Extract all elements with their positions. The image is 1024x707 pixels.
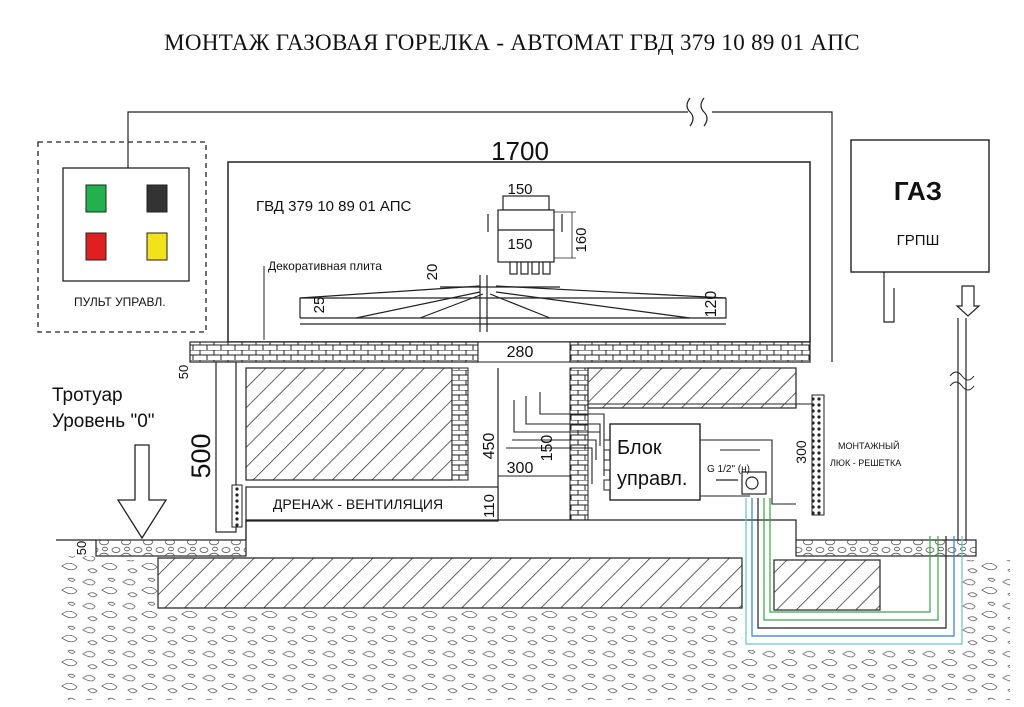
dim-500: 500 bbox=[186, 433, 216, 478]
underground-pipes bbox=[745, 498, 963, 645]
control-block-line1: Блок bbox=[617, 437, 662, 459]
control-block-line2: управл. bbox=[617, 468, 687, 490]
gas-box-title: ГАЗ bbox=[894, 176, 942, 206]
right-gravel bbox=[795, 539, 977, 557]
burner-unit bbox=[440, 195, 576, 332]
gas-pipe-label: G 1/2" (н) bbox=[707, 464, 750, 475]
dim-25: 25 bbox=[311, 297, 328, 314]
gas-box-subtitle: ГРПШ bbox=[897, 232, 940, 249]
control-panel-label: ПУЛЬТ УПРАВЛ. bbox=[74, 295, 166, 309]
gas-regulator-box: ГАЗ ГРПШ bbox=[850, 139, 990, 540]
green-indicator bbox=[85, 184, 107, 213]
control-panel: ПУЛЬТ УПРАВЛ. bbox=[37, 141, 207, 333]
slab-right bbox=[569, 341, 811, 363]
dim-160: 160 bbox=[573, 227, 590, 252]
page-title: МОНТАЖ ГАЗОВАЯ ГОРЕЛКА - АВТОМАТ ГВД 379… bbox=[164, 30, 860, 55]
dim-300-right: 300 bbox=[793, 440, 809, 464]
burner-model-label: ГВД 379 10 89 01 АПС bbox=[256, 198, 411, 215]
red-indicator bbox=[85, 232, 107, 261]
drainage-channel bbox=[245, 486, 499, 522]
yellow-indicator bbox=[146, 232, 168, 261]
dim-120: 120 bbox=[703, 291, 720, 318]
dim-280: 280 bbox=[507, 344, 534, 361]
ground-fill bbox=[157, 557, 743, 609]
dim-50-slab: 50 bbox=[176, 365, 191, 379]
control-block bbox=[609, 423, 701, 501]
dim-1700: 1700 bbox=[491, 136, 549, 166]
decor-plate-label: Декоративная плита bbox=[268, 259, 382, 273]
gas-valve bbox=[716, 471, 767, 495]
hatch-label-1: МОНТАЖНЫЙ bbox=[838, 440, 899, 451]
soil bbox=[60, 556, 1010, 700]
dim-50-ground: 50 bbox=[74, 541, 89, 555]
dim-20: 20 bbox=[424, 264, 441, 281]
dark-indicator bbox=[146, 184, 168, 213]
level-zero-label: Уровень "0" bbox=[52, 411, 155, 432]
dim-150-top: 150 bbox=[507, 181, 532, 198]
dim-450: 450 bbox=[481, 433, 498, 460]
drainage-label: ДРЕНАЖ - ВЕНТИЛЯЦИЯ bbox=[273, 496, 443, 512]
dim-110: 110 bbox=[481, 494, 498, 518]
sidewalk-gravel bbox=[95, 539, 247, 557]
sidewalk-label: Тротуар bbox=[52, 385, 123, 406]
hatch-label-2: ЛЮК - РЕШЕТКА bbox=[830, 458, 901, 468]
dim-150-mid: 150 bbox=[507, 236, 532, 253]
foundation bbox=[215, 361, 825, 533]
down-arrow-icon bbox=[116, 444, 168, 540]
wiring bbox=[506, 392, 812, 505]
dim-300-left: 300 bbox=[507, 460, 534, 477]
signal-cable bbox=[127, 97, 833, 362]
dim-150-wiring: 150 bbox=[539, 435, 556, 462]
slab-left bbox=[189, 341, 479, 363]
burner-plate bbox=[299, 285, 727, 325]
